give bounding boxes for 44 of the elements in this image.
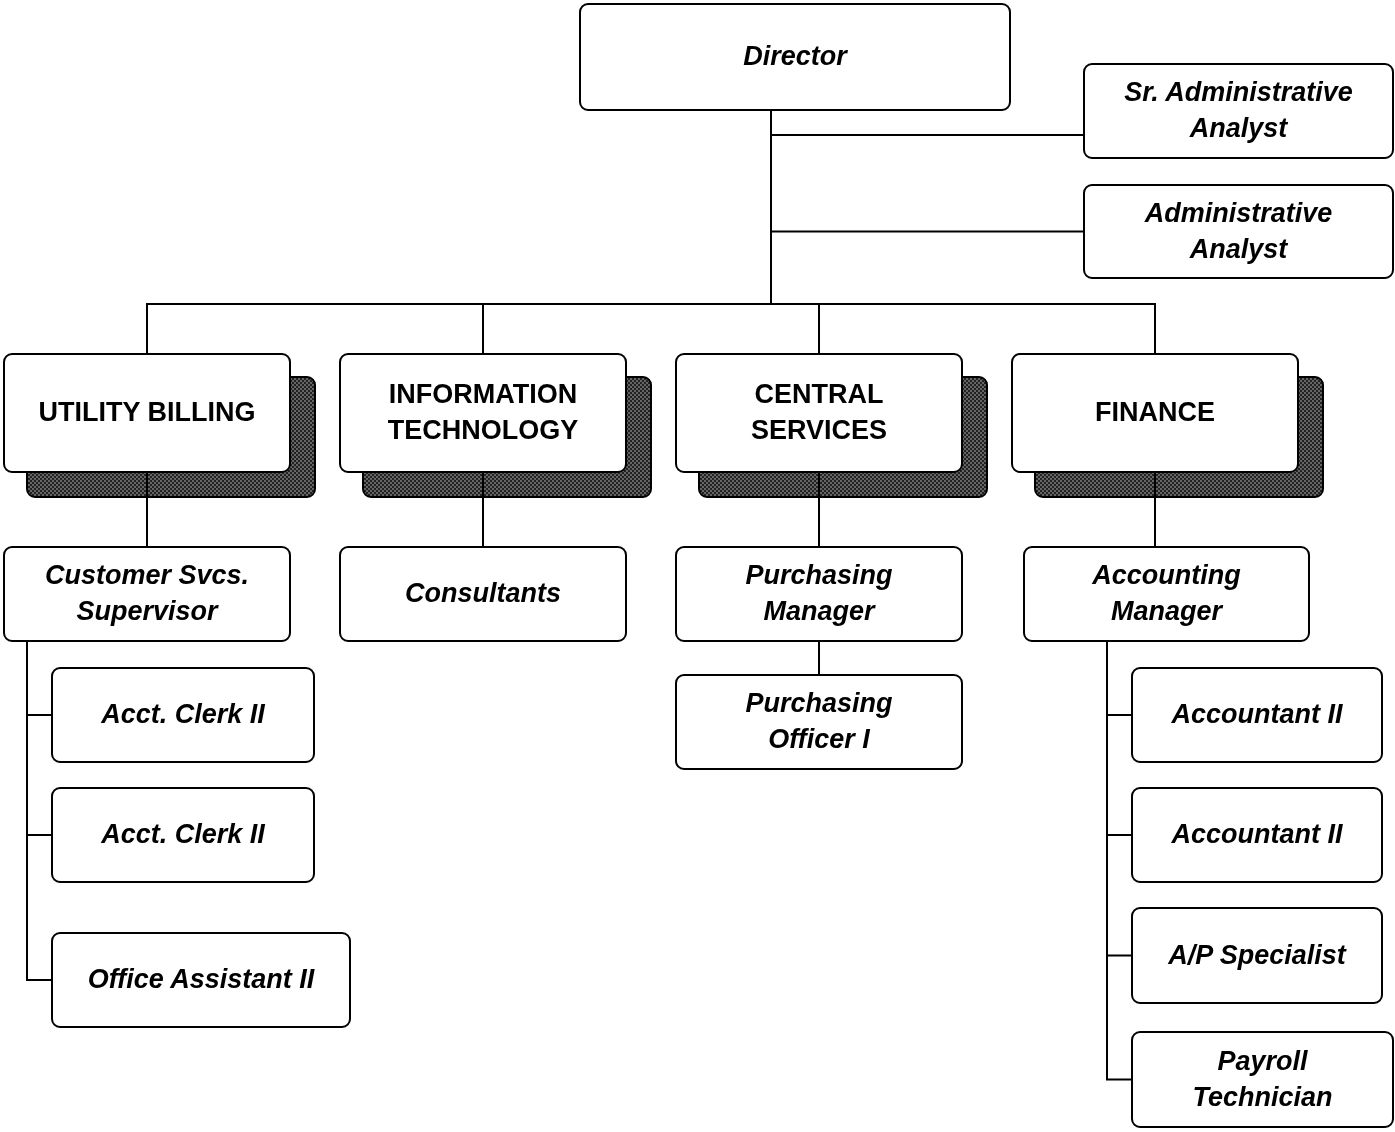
position-title: Sr. Administrative Analyst	[1123, 76, 1354, 145]
department-name: CENTRAL SERVICES	[749, 378, 889, 447]
connector-line	[818, 472, 820, 547]
connector-line	[146, 472, 148, 547]
position-title: Consultants	[405, 577, 561, 611]
department-box	[339, 353, 627, 473]
position-title: Purchasing Manager	[744, 559, 894, 628]
position-title: Office Assistant II	[87, 963, 315, 997]
position-box	[51, 787, 315, 883]
position-title: Administrative Analyst	[1143, 196, 1334, 266]
position-box	[1131, 667, 1383, 763]
department-name: INFORMATION TECHNOLOGY	[386, 378, 580, 447]
position-box	[51, 667, 315, 763]
position-box	[1131, 787, 1383, 883]
connector-line	[1154, 472, 1156, 547]
connector-line	[26, 641, 52, 981]
position-box	[1131, 1031, 1394, 1128]
position-title: A/P Specialist	[1168, 938, 1346, 972]
department-box	[675, 353, 963, 473]
position-title: Payroll Technician	[1191, 1044, 1334, 1114]
position-title: Acct. Clerk II	[101, 818, 265, 852]
department-name: FINANCE	[1095, 396, 1215, 430]
position-title: Director	[743, 40, 847, 74]
position-title: Accountant II	[1171, 698, 1343, 732]
connector-line	[818, 641, 820, 675]
position-title: Accountant II	[1171, 818, 1343, 852]
department-box	[1011, 353, 1299, 473]
position-box	[579, 3, 1011, 111]
position-box	[3, 546, 291, 642]
position-title: Customer Svcs. Supervisor	[43, 559, 251, 628]
position-box	[1083, 184, 1394, 279]
position-title: Purchasing Officer I	[744, 687, 894, 756]
connector-line	[482, 472, 484, 547]
position-box	[1023, 546, 1310, 642]
position-title: Accounting Manager	[1091, 559, 1242, 628]
position-box	[339, 546, 627, 642]
position-title: Acct. Clerk II	[101, 698, 265, 732]
position-box	[1131, 907, 1383, 1004]
position-box	[1083, 63, 1394, 159]
position-box	[51, 932, 351, 1028]
department-name: UTILITY BILLING	[38, 396, 256, 430]
position-box	[675, 674, 963, 770]
position-box	[675, 546, 963, 642]
department-box	[3, 353, 291, 473]
